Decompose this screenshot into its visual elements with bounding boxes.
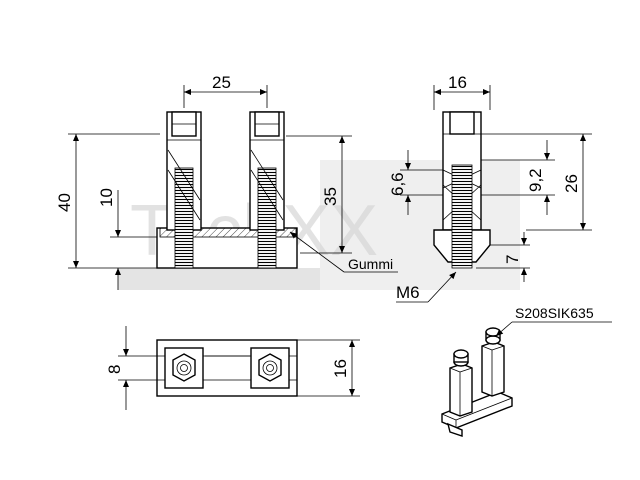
top-view: 8 16 <box>105 326 360 410</box>
iso-nut <box>446 422 463 437</box>
right-thread <box>257 167 277 269</box>
iso-right-post <box>481 341 505 397</box>
dim-total-height: 40 <box>55 193 74 212</box>
part-number: S208SIK635 <box>515 305 594 321</box>
side-bolt-head <box>449 111 475 135</box>
label-thread: M6 <box>396 283 420 302</box>
side-view: 16 6,6 9,2 26 7 M6 <box>388 73 592 303</box>
dim-a: 6,6 <box>388 172 407 196</box>
front-view: 25 40 10 35 Gummi <box>55 73 398 290</box>
dim-foot: 7 <box>503 255 522 264</box>
dim-b: 9,2 <box>526 168 545 192</box>
dim-height: 26 <box>562 174 581 193</box>
dim-width: 16 <box>448 73 467 92</box>
label-rubber: Gummi <box>348 256 393 272</box>
top-left-nut <box>172 353 196 382</box>
dim-inner: 8 <box>105 365 124 374</box>
dim-bolt-height: 35 <box>321 187 340 206</box>
dim-outer: 16 <box>331 359 350 378</box>
dim-spacing: 25 <box>212 73 231 92</box>
left-thread <box>174 167 194 269</box>
iso-right-head <box>485 335 501 345</box>
iso-view: S208SIK635 <box>441 305 612 437</box>
top-right-nut <box>258 353 282 382</box>
side-thread <box>451 164 473 269</box>
dim-base-height: 10 <box>97 188 116 207</box>
